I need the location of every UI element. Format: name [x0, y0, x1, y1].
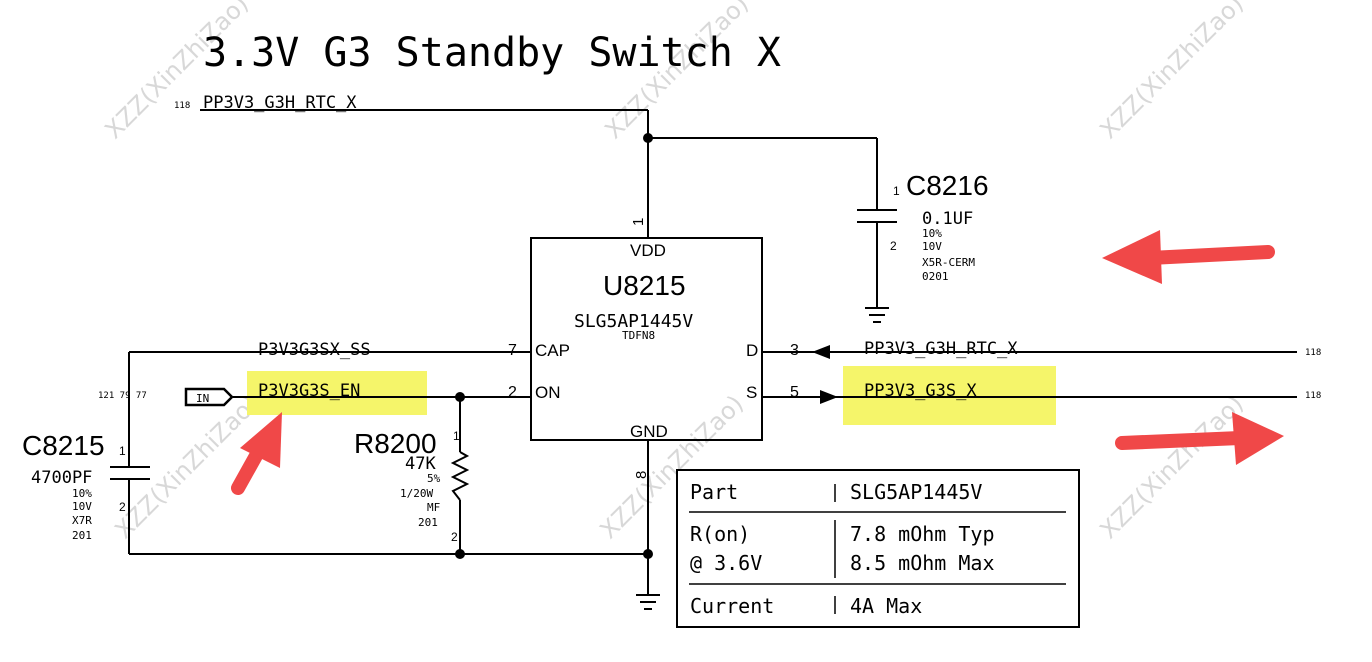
pin-name-on: ON: [535, 383, 561, 402]
d-net-ref: 118: [1305, 348, 1321, 358]
table-border: [676, 469, 1080, 628]
c8215-value: 4700PF: [31, 468, 92, 488]
r8200-spec: 201: [418, 516, 438, 529]
r8200-refdes: R8200: [354, 428, 437, 459]
ic-package: TDFN8: [622, 329, 655, 342]
ic-part-number: SLG5AP1445V: [574, 311, 693, 332]
r8200-pin2: 2: [451, 530, 458, 544]
junction-dot: [455, 549, 465, 559]
wires: [128, 109, 1297, 595]
ground-symbol-main: [636, 594, 660, 610]
watermark: XZZ(XinZhiZao): [1094, 390, 1249, 545]
highlight-s-net: [843, 366, 1056, 425]
c8216-pin2: 2: [890, 239, 897, 253]
ic-body: [530, 237, 763, 441]
red-arrow-right-icon: [1115, 412, 1284, 465]
arrow-head: [1232, 412, 1284, 465]
junctions: [455, 133, 653, 559]
r8200-resistor: R8200 1 2 47K 5% 1/20W MF 201: [354, 428, 470, 544]
resistor-zigzag: [450, 451, 470, 501]
c8216-refdes: C8216: [906, 170, 989, 201]
ic-refdes: U8215: [603, 270, 686, 301]
pin-name-d: D: [746, 341, 758, 360]
c8216-spec: X5R-CERM: [922, 256, 975, 269]
annotation-arrows: [231, 230, 1284, 495]
en-net-refs: 121 79 77: [98, 391, 147, 401]
watermark: XZZ(XinZhiZao): [1094, 0, 1249, 144]
r8200-pin1: 1: [453, 429, 460, 443]
red-arrow-up-icon: [231, 412, 282, 495]
port-flag-outline: [184, 387, 234, 407]
pin-num-cap: 7: [508, 342, 517, 359]
u8215-ic: VDD U8215 SLG5AP1445V TDFN8 CAP ON D S G…: [508, 218, 799, 479]
junction-dot: [643, 549, 653, 559]
red-arrow-left-icon: [1102, 230, 1275, 284]
d-net-label: PP3V3_G3H_RTC_X: [864, 339, 1018, 359]
c8215-pin1: 1: [119, 444, 126, 458]
c8216-pin1: 1: [893, 184, 900, 198]
input-port-flag: IN: [184, 387, 234, 407]
c8215-spec: 10%: [72, 487, 92, 500]
table-cell-value: 7.8 mOhm Typ: [850, 522, 995, 546]
c8216-value: 0.1UF: [922, 209, 973, 229]
pin-name-vdd: VDD: [630, 241, 666, 260]
r8200-spec: 1/20W: [400, 487, 433, 500]
pin-num-s: 5: [790, 384, 799, 401]
c8216-spec: 10V: [922, 240, 942, 253]
highlight-en-net: [247, 371, 427, 415]
c8215-spec: X7R: [72, 514, 92, 527]
table-cell-value: 8.5 mOhm Max: [850, 551, 995, 575]
ground-symbol-c8216: [865, 307, 889, 323]
arrow-into-d-icon: [812, 345, 830, 359]
pin-name-cap: CAP: [535, 341, 570, 360]
arrow-shaft: [1115, 431, 1247, 450]
en-net-label: P3V3G3S_EN: [258, 381, 360, 401]
spec-table: Part SLG5AP1445V R(on) @ 3.6V 7.8 mOhm T…: [676, 469, 1080, 628]
s-net-ref: 118: [1305, 391, 1321, 401]
table-cell-label: Part: [690, 480, 738, 504]
table-cell-label: @ 3.6V: [690, 551, 762, 575]
table-cell-value: SLG5AP1445V: [850, 480, 982, 504]
junction-dot: [643, 133, 653, 143]
cap-net-label: P3V3G3SX_SS: [258, 340, 371, 360]
arrow-head: [240, 412, 282, 468]
top-rail-ref: 118: [174, 101, 190, 111]
page-title: 3.3V G3 Standby Switch X: [203, 30, 781, 76]
c8215-pin2: 2: [119, 500, 126, 514]
c8215-spec: 201: [72, 529, 92, 542]
pin-name-gnd: GND: [630, 422, 668, 441]
pin-num-vdd: 1: [630, 218, 647, 226]
c8215-spec: 10V: [72, 500, 92, 513]
junction-dot: [455, 392, 465, 402]
arrow-head: [1102, 230, 1162, 284]
pin-num-d: 3: [790, 342, 799, 359]
pin-num-gnd: 8: [633, 471, 650, 479]
arrow-out-of-s-icon: [820, 390, 838, 404]
arrow-shaft: [1143, 245, 1275, 265]
r8200-spec: MF: [427, 501, 440, 514]
c8216-capacitor: 1 2 C8216 0.1UF 10% 10V X5R-CERM 0201: [857, 170, 989, 283]
c8215-refdes: C8215: [22, 430, 105, 461]
port-flag-label: IN: [196, 392, 209, 405]
s-net-label: PP3V3_G3S_X: [864, 381, 977, 401]
pin-num-on: 2: [508, 384, 517, 401]
c8215-capacitor: C8215 1 2 4700PF 10% 10V X7R 201: [22, 430, 150, 542]
r8200-spec: 5%: [427, 472, 441, 485]
pin-name-s: S: [746, 383, 757, 402]
c8216-spec: 10%: [922, 227, 942, 240]
table-cell-label: R(on): [690, 522, 750, 546]
top-rail-net-label: PP3V3_G3H_RTC_X: [203, 93, 357, 113]
c8216-spec: 0201: [922, 270, 949, 283]
table-cell-label: Current: [690, 594, 774, 618]
table-cell-value: 4A Max: [850, 594, 922, 618]
r8200-value: 47K: [405, 454, 436, 474]
